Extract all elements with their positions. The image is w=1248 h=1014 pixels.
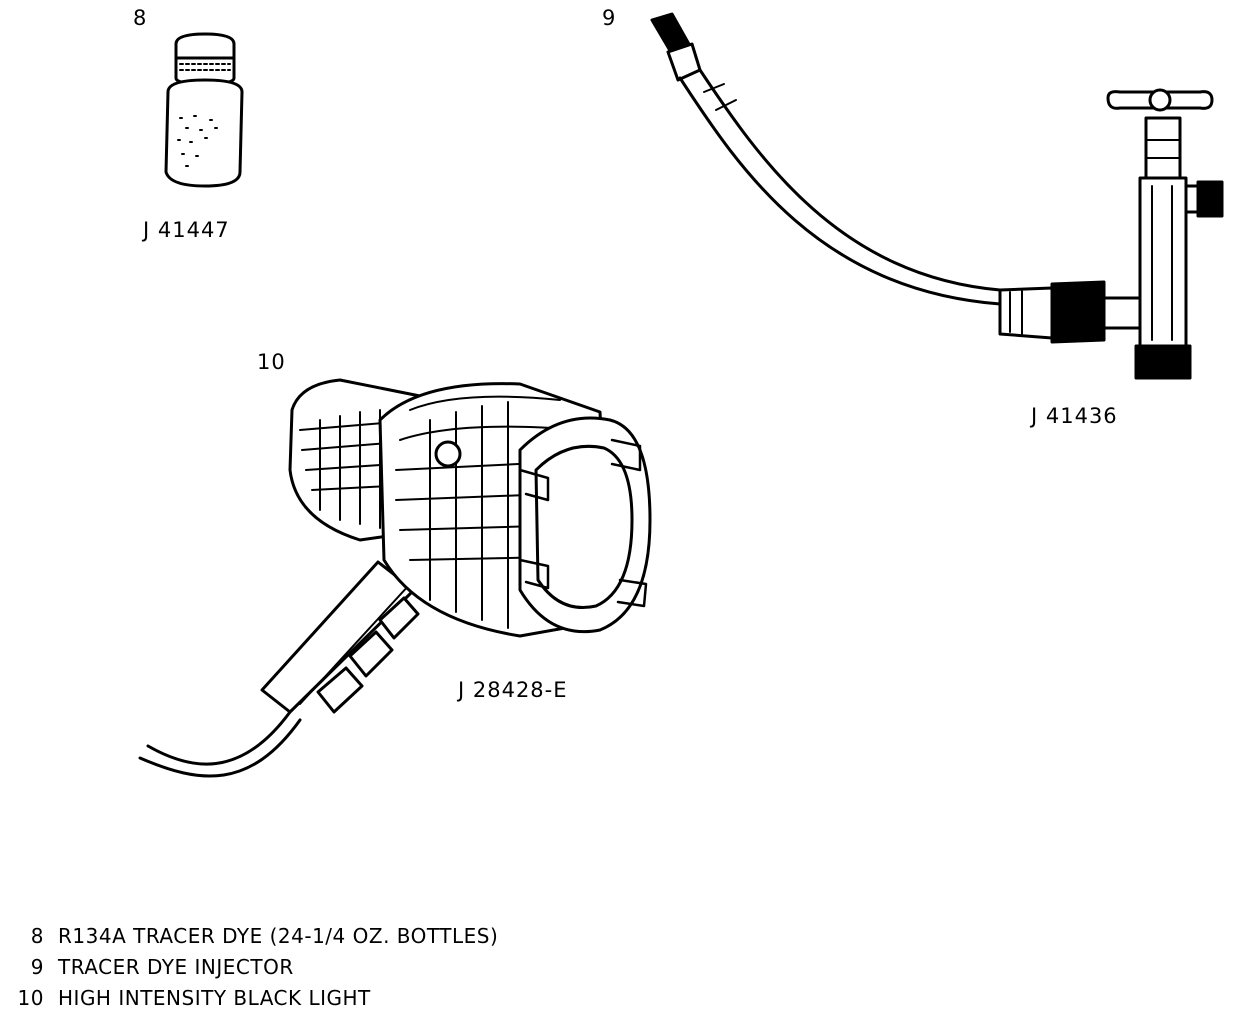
callout-8: 8 (133, 6, 148, 30)
legend-text: TRACER DYE INJECTOR (58, 955, 294, 979)
part-number-bottle: J 41447 (143, 218, 230, 242)
part-number-injector: J 41436 (1031, 404, 1118, 428)
legend-number: 8 (30, 924, 44, 948)
legend-number: 10 (17, 986, 44, 1010)
black-light-icon (138, 378, 652, 778)
legend-item-8: 8 R134A TRACER DYE (24-1/4 OZ. BOTTLES) (0, 926, 498, 946)
part-number-light: J 28428-E (458, 678, 568, 702)
legend-text: R134A TRACER DYE (24-1/4 OZ. BOTTLES) (58, 924, 499, 948)
legend-item-9: 9 TRACER DYE INJECTOR (0, 957, 294, 977)
dye-injector-icon (650, 12, 1224, 380)
legend-number: 9 (30, 955, 44, 979)
tools-illustration (138, 12, 1224, 778)
dye-bottle-icon (164, 32, 244, 188)
callout-10: 10 (257, 350, 286, 374)
callout-9: 9 (602, 6, 617, 30)
legend-text: HIGH INTENSITY BLACK LIGHT (58, 986, 371, 1010)
legend-item-10: 10 HIGH INTENSITY BLACK LIGHT (0, 988, 371, 1008)
